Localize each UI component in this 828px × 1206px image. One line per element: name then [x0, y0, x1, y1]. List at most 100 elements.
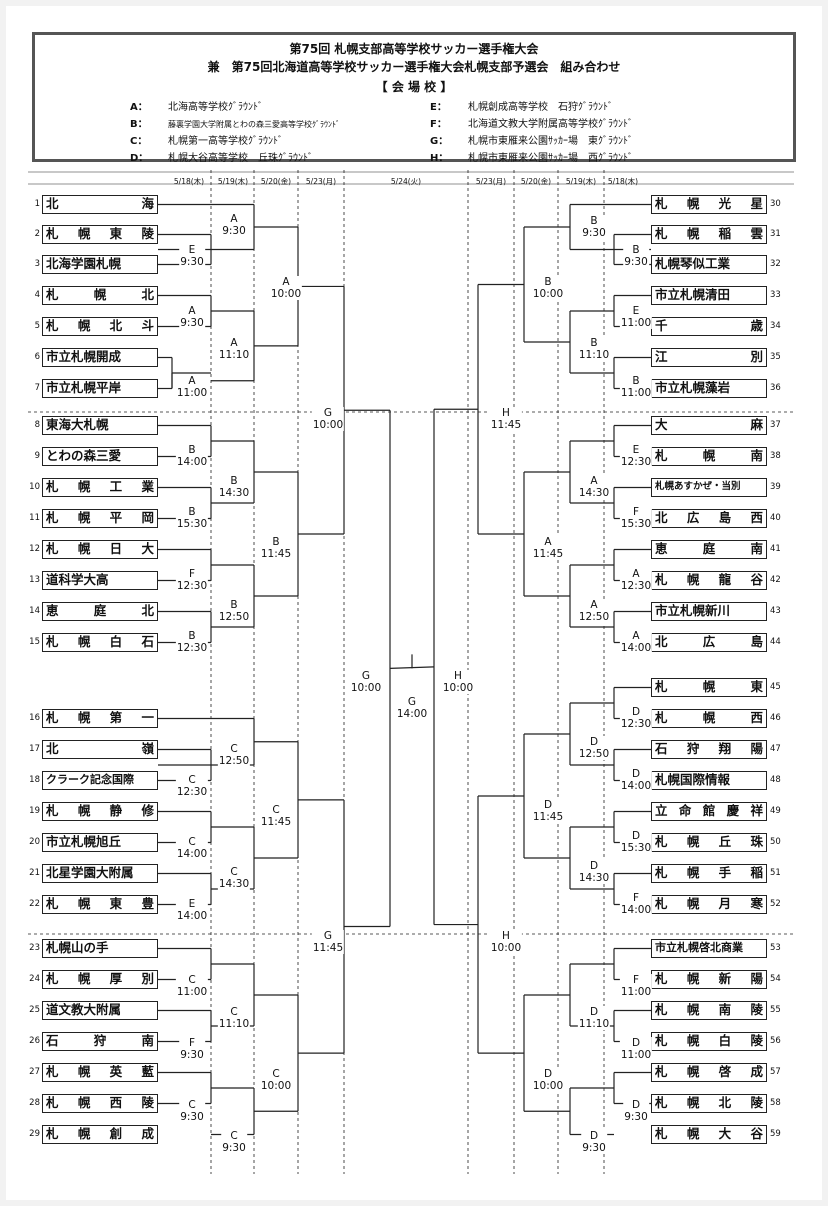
team-number: 24: [29, 974, 40, 984]
match-time: 9:30: [624, 1111, 648, 1123]
match-time: 10:00: [260, 1080, 292, 1092]
match-time: 11:10: [578, 1018, 610, 1030]
match-venue: C: [230, 866, 238, 878]
team-49: 立命館慶祥: [651, 802, 767, 821]
match-venue: C: [188, 1099, 196, 1111]
team-name: 札幌白陵: [655, 1033, 763, 1048]
match-venue: A: [632, 630, 640, 642]
team-name: 札幌白石: [46, 634, 154, 649]
team-50: 札幌丘珠: [651, 833, 767, 852]
team-number: 11: [29, 513, 40, 523]
team-13: 道科学大高: [42, 571, 158, 590]
team-54: 札幌新陽: [651, 970, 767, 989]
team-number: 30: [770, 199, 781, 209]
team-name: 北広島西: [655, 510, 763, 525]
match-time: 14:30: [218, 487, 250, 499]
match-time: 10:00: [490, 942, 522, 954]
team-16: 札幌第一: [42, 709, 158, 728]
match-time: 14:30: [218, 878, 250, 890]
team-name: 札幌丘珠: [655, 834, 763, 849]
team-number: 40: [770, 513, 781, 523]
team-number: 57: [770, 1067, 781, 1077]
team-1: 北海: [42, 195, 158, 214]
match-venue: C: [188, 836, 196, 848]
match-time: 9:30: [582, 1142, 606, 1154]
team-name: 北嶺: [46, 741, 154, 756]
team-name: 札幌あすかぜ・当別: [655, 481, 741, 492]
team-number: 31: [770, 229, 781, 239]
match-venue: D: [631, 1037, 641, 1049]
match-venue: D: [631, 830, 641, 842]
team-number: 41: [770, 544, 781, 554]
match-time: 12:30: [620, 718, 652, 730]
team-29: 札幌創成: [42, 1125, 158, 1144]
match-time: 15:30: [176, 518, 208, 530]
team-6: 市立札幌開成: [42, 348, 158, 367]
match-time: 10:00: [442, 682, 474, 694]
team-name: 札幌国際情報: [655, 772, 731, 787]
match-venue: B: [544, 276, 552, 288]
team-name: 札幌西陵: [46, 1095, 154, 1110]
team-25: 道文教大附属: [42, 1001, 158, 1020]
team-name: 市立札幌藻岩: [655, 380, 731, 395]
match-time: 11:45: [490, 419, 522, 431]
match-time: 12:50: [218, 755, 250, 767]
team-10: 札幌工業: [42, 478, 158, 497]
team-name: 北広島: [655, 634, 763, 649]
venues-heading: 【 会 場 校 】: [375, 80, 453, 94]
match-time: 15:30: [620, 518, 652, 530]
match-time: 12:50: [578, 611, 610, 623]
match-venue: E: [188, 898, 196, 910]
match-time: 11:00: [620, 986, 652, 998]
match-time: 11:10: [578, 349, 610, 361]
team-number: 15: [29, 637, 40, 647]
team-number: 26: [29, 1036, 40, 1046]
match-time: 12:30: [176, 786, 208, 798]
team-number: 29: [29, 1129, 40, 1139]
header-box: 第75回 札幌支部高等学校サッカー選手権大会 兼 第75回北海道高等学校サッカー…: [32, 32, 796, 164]
team-14: 恵庭北: [42, 602, 158, 621]
team-9: とわの森三愛: [42, 447, 158, 466]
match-venue: D: [543, 799, 553, 811]
match-venue: D: [631, 706, 641, 718]
team-19: 札幌静修: [42, 802, 158, 821]
match-venue: E: [632, 305, 640, 317]
match-time: 11:00: [176, 387, 208, 399]
team-name: 立命館慶祥: [655, 803, 763, 818]
match-time: 10:00: [312, 419, 344, 431]
match-venue: A: [590, 599, 598, 611]
team-number: 6: [34, 352, 40, 362]
team-22: 札幌東豊: [42, 895, 158, 914]
match-time: 9:30: [180, 1049, 204, 1061]
team-number: 33: [770, 290, 781, 300]
team-number: 56: [770, 1036, 781, 1046]
team-name: 札幌西: [655, 710, 763, 725]
team-name: 札幌英藍: [46, 1064, 154, 1079]
match-time: 14:00: [176, 910, 208, 922]
team-21: 北星学園大附属: [42, 864, 158, 883]
team-name: 札幌南陵: [655, 1002, 763, 1017]
venue-a: A：北海高等学校ｸﾞﾗｳﾝﾄﾞ: [130, 102, 263, 113]
team-name: 市立札幌旭丘: [46, 834, 122, 849]
team-number: 43: [770, 606, 781, 616]
match-time: 14:00: [620, 904, 652, 916]
team-name: 市立札幌清田: [655, 287, 731, 302]
match-venue: H: [502, 930, 510, 942]
team-51: 札幌手稲: [651, 864, 767, 883]
